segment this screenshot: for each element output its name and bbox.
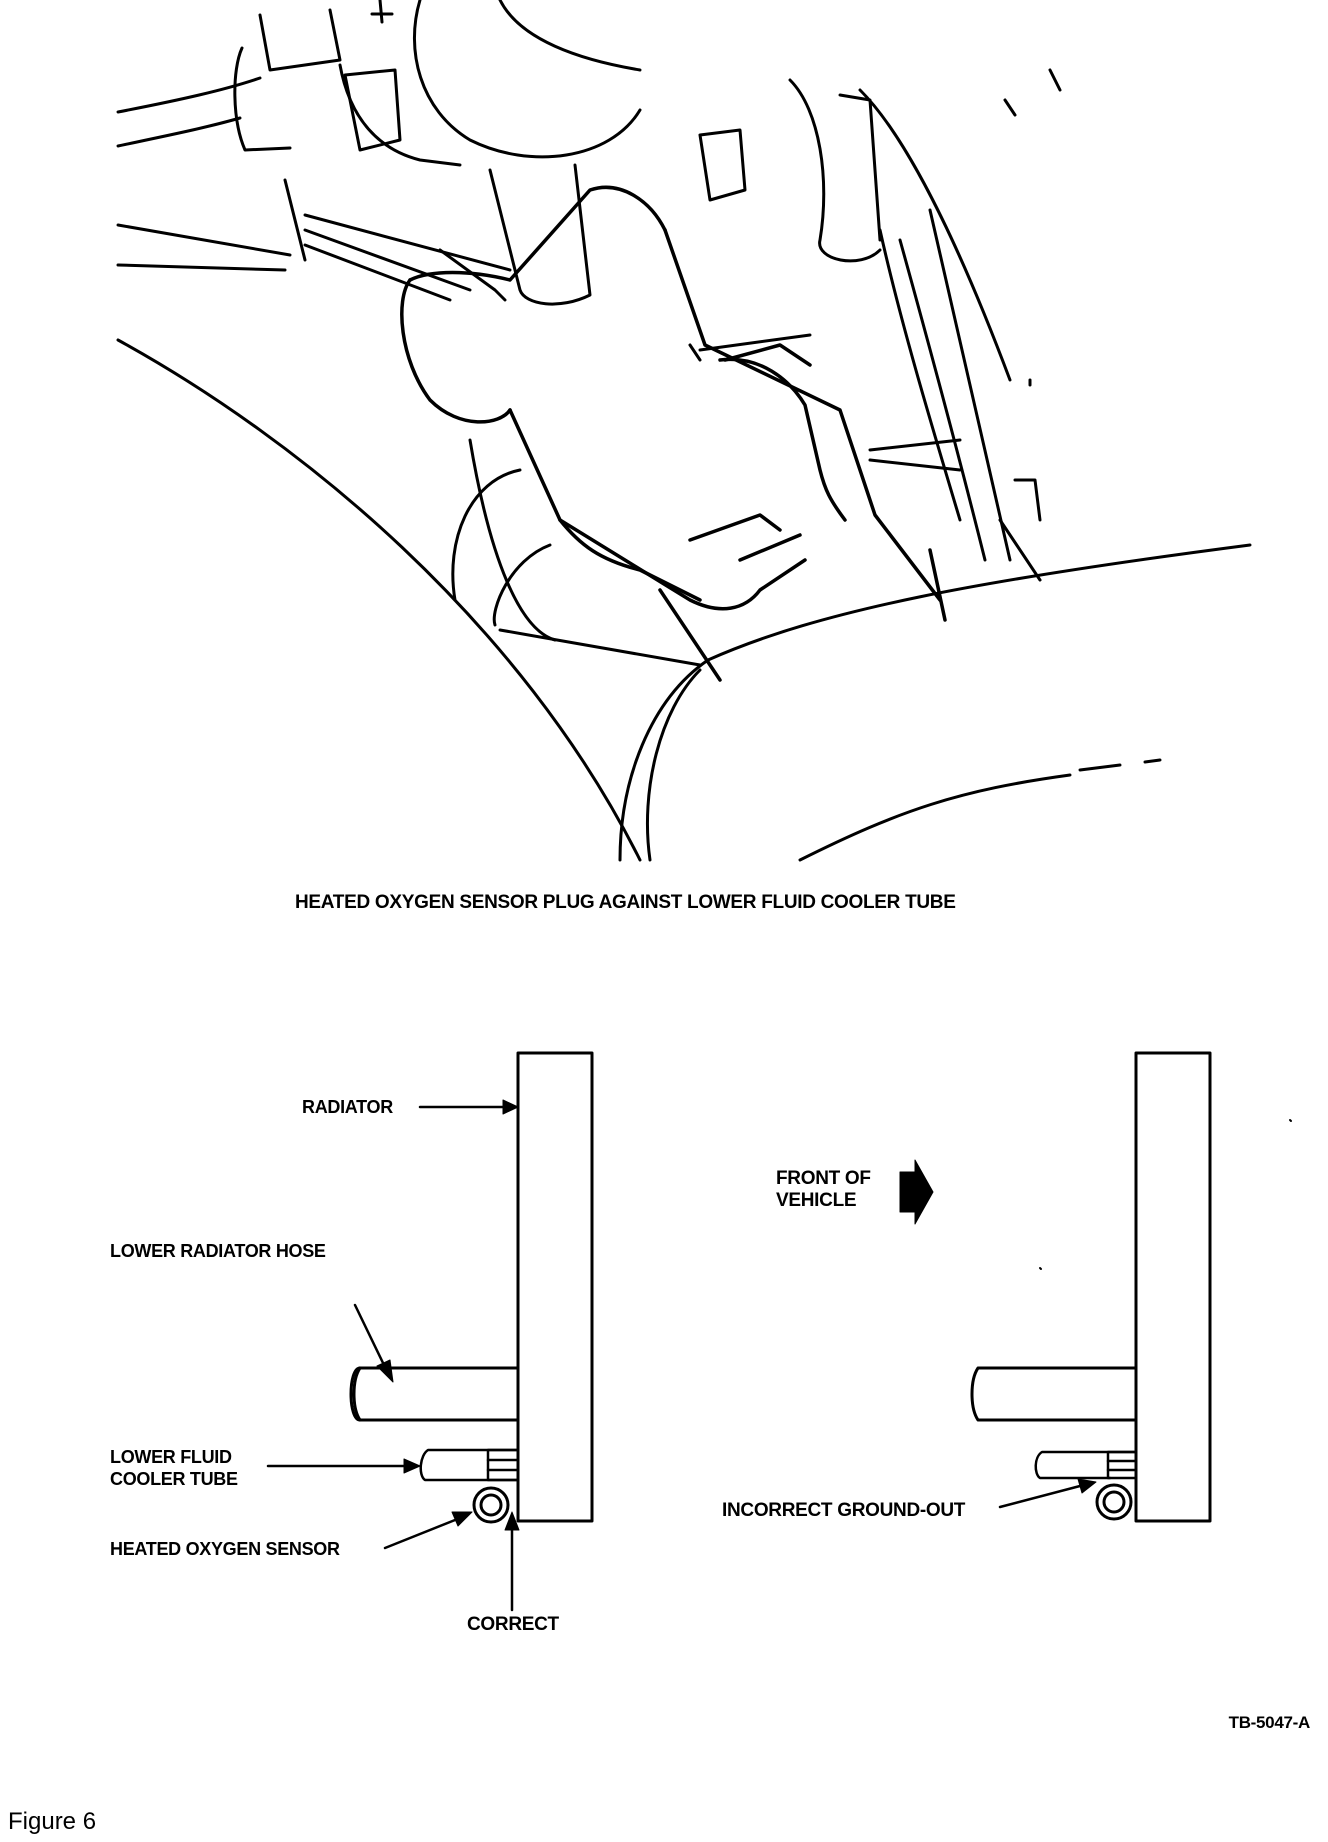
radiator-left bbox=[516, 1051, 594, 1523]
arrows-right bbox=[998, 1478, 1097, 1509]
fluid-cooler-tube bbox=[451, 438, 702, 667]
body-panels bbox=[116, 338, 1252, 862]
lower-fluid-cooler-tube-label-line1: LOWER FLUID bbox=[110, 1447, 232, 1467]
oxygen-sensor-right bbox=[1095, 1483, 1133, 1521]
specks bbox=[1039, 1119, 1292, 1270]
radiator-hose-left bbox=[349, 1366, 520, 1422]
correct-label: CORRECT bbox=[467, 1614, 559, 1635]
wire-harness bbox=[116, 163, 592, 306]
front-direction-arrow bbox=[899, 1159, 934, 1225]
figure-label: Figure 6 bbox=[8, 1808, 97, 1835]
radiator-right bbox=[1134, 1051, 1212, 1523]
incorrect-ground-out-label: INCORRECT GROUND-OUT bbox=[722, 1500, 966, 1521]
heated-oxygen-sensor-label: HEATED OXYGEN SENSOR bbox=[110, 1539, 340, 1559]
oxygen-sensor-left bbox=[472, 1486, 510, 1524]
sensor-plug-illustration bbox=[116, 0, 1252, 862]
bracket-tubes bbox=[688, 68, 1062, 582]
front-of-vehicle-label-line1: FRONT OF bbox=[776, 1168, 871, 1189]
cooler-tube-left bbox=[419, 1448, 520, 1482]
lower-fluid-cooler-tube-label-line2: COOLER TUBE bbox=[110, 1469, 238, 1489]
arrows-left bbox=[266, 1099, 520, 1612]
cooler-tube-right bbox=[1034, 1450, 1138, 1480]
sensor-plug bbox=[400, 185, 947, 682]
photo-caption: HEATED OXYGEN SENSOR PLUG AGAINST LOWER … bbox=[295, 892, 956, 913]
front-of-vehicle-label-line2: VEHICLE bbox=[776, 1190, 857, 1211]
drawing-code: TB-5047-A bbox=[1228, 1713, 1311, 1732]
engine-housing bbox=[116, 0, 642, 167]
lower-radiator-hose-label: LOWER RADIATOR HOSE bbox=[110, 1241, 326, 1261]
radiator-label: RADIATOR bbox=[302, 1097, 393, 1117]
radiator-hose-right bbox=[970, 1366, 1138, 1422]
